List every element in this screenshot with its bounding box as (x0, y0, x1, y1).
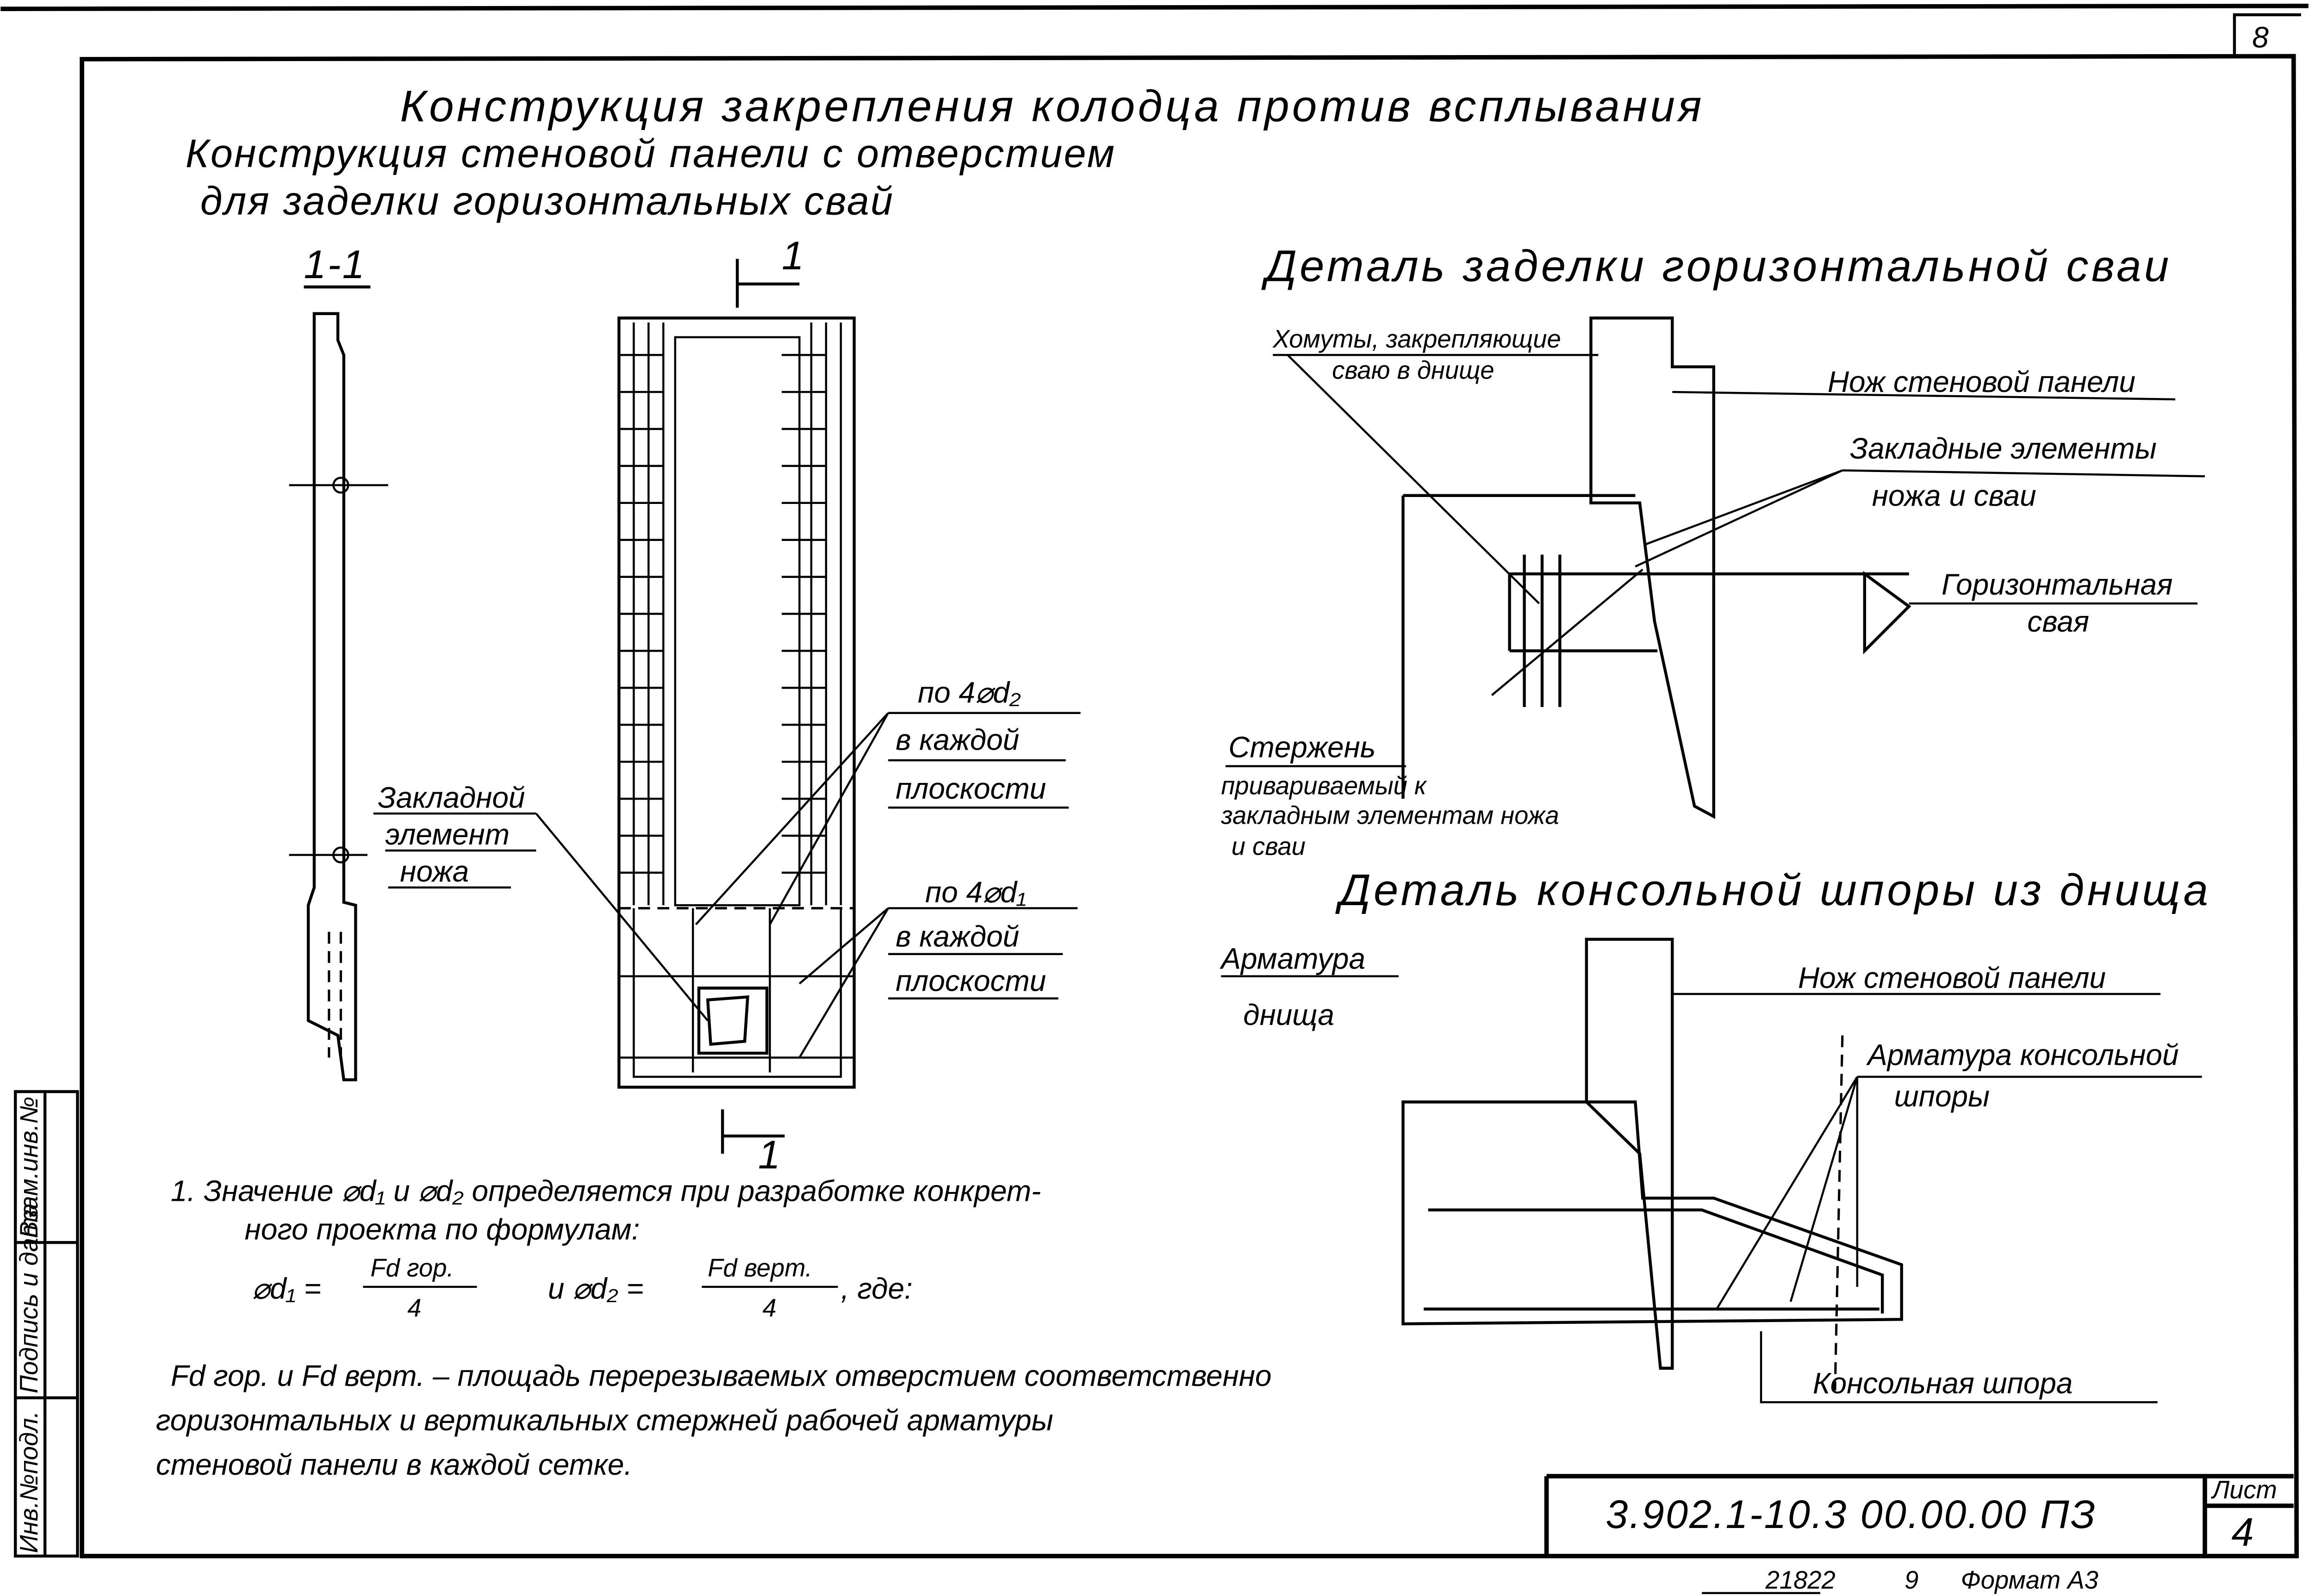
sheet-label: Лист (2211, 1476, 2277, 1504)
label-line: Консольная шпора (1813, 1366, 2073, 1400)
label-line: Закладные элементы (1850, 432, 2157, 465)
formula-den: 4 (762, 1294, 776, 1322)
note-line: Fd гор. и Fd верт. – площадь перерезывае… (171, 1359, 1272, 1392)
label-line: днища (1243, 998, 1334, 1031)
label-line: Нож стеновой панели (1828, 365, 2135, 398)
formula-num: Fd верт. (708, 1254, 812, 1282)
corner-mark: 8 (2252, 20, 2269, 54)
document-code: 3.902.1-10.3 00.00.00 ПЗ (1606, 1492, 2097, 1537)
label-line: сваю в днище (1332, 356, 1494, 384)
sheet-number: 4 (2232, 1510, 2255, 1554)
label-rebar-d2: по 4⌀d₂ в каждой плоскости (695, 676, 1081, 925)
panel-title-1: Конструкция стеновой панели с отверстием (186, 131, 1116, 176)
label-line: ножа (400, 855, 469, 888)
footer: 21822 9 Формат А3 (1702, 1566, 2098, 1594)
formula-and: и ⌀d₂ = (548, 1272, 644, 1305)
detail-spur: Деталь консольной шпоры из днища Арматур… (1219, 865, 2211, 1403)
side-stamp: Инв.№подл. Подпись и дата Взам.инв.№ (14, 1090, 79, 1558)
label-line: ножа и сваи (1872, 479, 2036, 512)
footer-format: Формат А3 (1961, 1566, 2098, 1594)
note-line: горизонтальных и вертикальных стержней р… (156, 1403, 1053, 1437)
label-line: закладным элементам ножа (1220, 801, 1559, 829)
label-line: по 4⌀d₂ (918, 676, 1021, 709)
side-stamp-sign: Подпись и дата (15, 1203, 43, 1393)
detail-spur-title: Деталь консольной шпоры из днища (1335, 865, 2211, 915)
sheet-frame: 8 (0, 3, 2309, 1559)
label-embedded-knife: Закладной элемент ножа (373, 781, 709, 1021)
footer-number: 21822 (1765, 1566, 1836, 1594)
label-line: Закладной (378, 781, 525, 814)
label-line: в каждой (896, 723, 1019, 757)
footer-copy: 9 (1904, 1566, 1918, 1594)
cut-mark-top: 1 (782, 234, 805, 278)
formula-den: 4 (407, 1294, 421, 1322)
label-line: Арматура консольной (1866, 1038, 2178, 1071)
label-line: Нож стеновой панели (1798, 961, 2106, 994)
label-line: и сваи (1232, 832, 1306, 861)
label-line: шпоры (1894, 1080, 1990, 1113)
formula-where: , где: (841, 1272, 913, 1305)
section-1-1: 1-1 (289, 242, 388, 1081)
label-line: плоскости (896, 964, 1046, 998)
note-line: 1. Значение ⌀d₁ и ⌀d₂ определяется при р… (171, 1174, 1041, 1208)
panel-elevation: 1 1 (617, 234, 856, 1177)
side-stamp-inv: Инв.№подл. (15, 1411, 43, 1553)
label-line: Хомуты, закрепляющие (1272, 325, 1561, 353)
notes: 1. Значение ⌀d₁ и ⌀d₂ определяется при р… (156, 1174, 1272, 1481)
cut-mark-bottom: 1 (758, 1133, 782, 1177)
side-stamp-replace: Взам.инв.№ (15, 1097, 43, 1238)
label-line: Горизонтальная (1942, 568, 2172, 601)
formula-lhs: ⌀d₁ = (252, 1272, 321, 1305)
label-line: элемент (385, 818, 510, 851)
formula-num: Fd гор. (370, 1254, 454, 1282)
panel-hatch (619, 354, 854, 874)
label-line: в каждой (896, 920, 1019, 953)
detail-pile-title: Деталь заделки горизонтальной сваи (1261, 241, 2172, 291)
label-rebar-d1: по 4⌀d₁ в каждой плоскости (798, 876, 1078, 1058)
note-line: ного проекта по формулам: (245, 1213, 640, 1246)
note-line: стеновой панели в каждой сетке. (156, 1448, 632, 1481)
title-block: 3.902.1-10.3 00.00.00 ПЗ Лист 4 (1544, 1474, 2294, 1556)
label-line: по 4⌀d₁ (925, 876, 1026, 909)
label-line: привариваемый к (1221, 772, 1427, 800)
section-label: 1-1 (304, 242, 366, 287)
detail-pile: Деталь заделки горизонтальной сваи Хомут… (1220, 241, 2205, 861)
label-line: Стержень (1228, 731, 1375, 764)
panel-title-2: для заделки горизонтальных свай (200, 179, 894, 223)
label-line: плоскости (896, 772, 1046, 805)
label-line: свая (2027, 605, 2089, 638)
main-title: Конструкция закрепления колодца против в… (400, 81, 1705, 131)
label-line: Арматура (1219, 942, 1365, 975)
